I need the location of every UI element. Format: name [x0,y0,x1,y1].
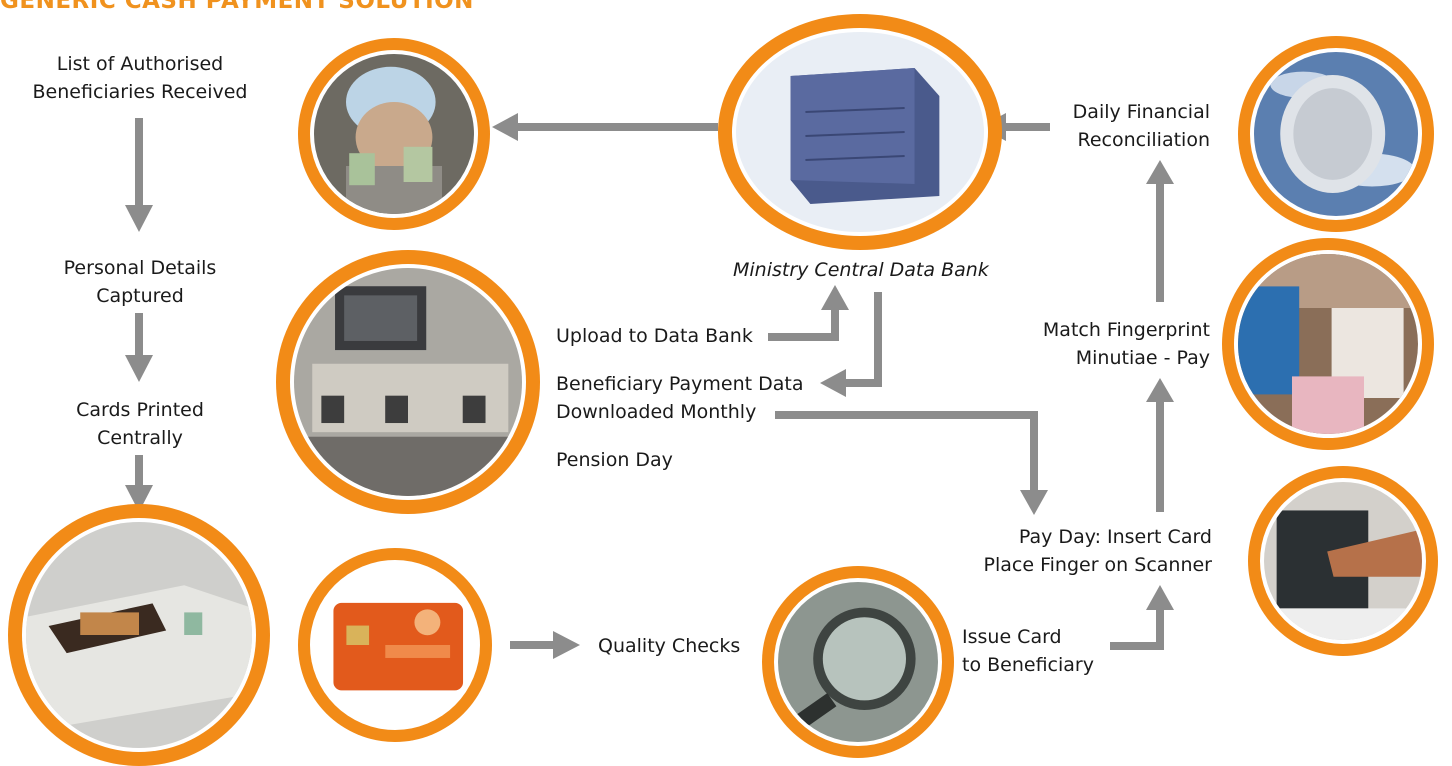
card-photo-circle [298,548,492,742]
server-photo-circle [718,14,1002,250]
label-list-received: List of Authorised Beneficiaries Receive… [32,53,248,103]
payment-point-photo-circle [1222,238,1434,450]
arrowhead-down-payday [1020,490,1048,515]
label-quality: Quality Checks [598,635,741,657]
arrowhead-down-1 [125,205,153,232]
arrowhead-up-issue [1146,585,1174,610]
label-match: Match Fingerprint Minutiae - Pay [1042,319,1210,369]
pension-card-photo [314,564,476,726]
arrowhead-down-3 [125,485,153,512]
magnifying-glass-photo [778,582,938,742]
label-cards-printed: Cards Printed Centrally [76,399,204,449]
arrow-download-to-payday [775,411,1038,496]
beneficiary-photo [314,54,474,214]
enrolment-terminal-photo [294,268,522,496]
card-printer-photo-circle [8,504,270,766]
label-upload: Upload to Data Bank [556,325,753,347]
label-data-bank: Ministry Central Data Bank [733,259,989,281]
capture-kit-photo-circle [276,250,540,514]
scanner-photo-circle [1248,466,1438,656]
beneficiary-photo-circle [298,38,490,230]
fingerprint-scanner-photo [1264,482,1422,640]
satellite-dish-photo [1254,52,1418,216]
arrow-upload-to-databank [768,306,839,341]
label-issue-card: Issue Card to Beneficiary [962,626,1094,676]
label-pension-day: Pension Day [556,449,673,471]
arrow-databank-to-payment [842,292,882,387]
label-payment-data: Beneficiary Payment Data Downloaded Mont… [556,373,804,423]
satellite-photo-circle [1238,36,1434,232]
arrow-issue-to-payday [1110,606,1164,650]
server-photo [736,32,984,232]
arrowhead-up-match [1146,378,1174,402]
arrowhead-up-recon [1146,160,1174,184]
magnifier-photo-circle [762,566,954,758]
arrowhead-down-2 [125,355,153,382]
card-printer-photo [26,522,252,748]
label-personal-details: Personal Details Captured [63,257,217,307]
arrowhead-left-payment [820,369,846,397]
diagram-title: GENERIC CASH PAYMENT SOLUTION [0,0,474,14]
label-pay-day: Pay Day: Insert Card Place Finger on Sca… [983,526,1212,576]
arrowhead-up-upload [821,285,849,310]
label-daily-recon: Daily Financial Reconciliation [1072,101,1210,151]
payment-point-photo [1238,254,1418,434]
arrowhead-right-quality [553,631,580,659]
arrowhead-left-server [492,113,518,141]
